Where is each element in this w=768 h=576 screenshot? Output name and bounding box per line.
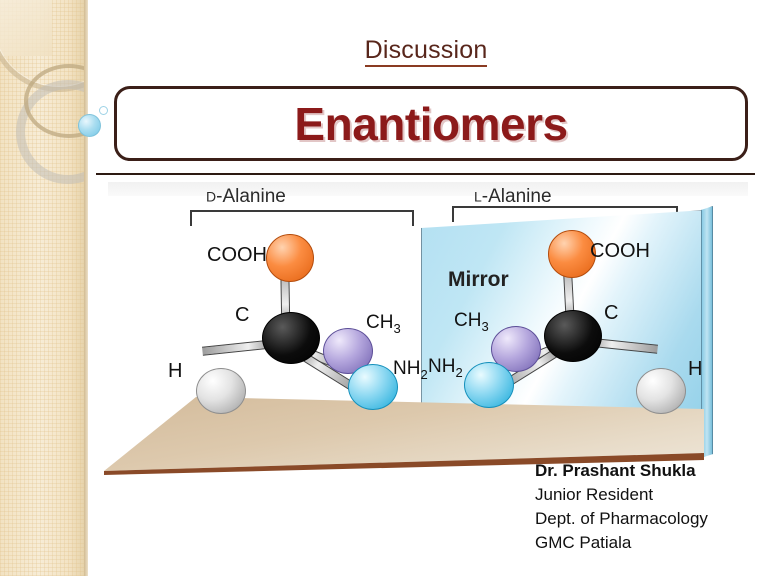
- author-name: Dr. Prashant Shukla: [535, 461, 696, 480]
- slide-kicker-text: Discussion: [364, 36, 488, 67]
- atom-h-left: [196, 368, 246, 414]
- page-title: Enantiomers: [294, 97, 568, 150]
- label-d-alanine-prefix: D: [206, 188, 217, 205]
- decorative-bubble-icon: [78, 114, 101, 137]
- label-d-alanine-text: -Alanine: [216, 186, 286, 207]
- label-carbon-right: C: [604, 302, 619, 324]
- mirror-label: Mirror: [448, 268, 509, 291]
- label-l-alanine-text: -Alanine: [481, 186, 552, 207]
- label-d-alanine: D-Alanine: [206, 186, 286, 208]
- bracket-left: [190, 210, 414, 226]
- atom-h-right: [636, 368, 686, 414]
- atom-carbon-left: [262, 312, 320, 364]
- label-nh2-right-text: NH: [428, 356, 456, 377]
- author-department: Dept. of Pharmacology: [535, 509, 708, 528]
- label-ch3-right-text: CH: [454, 310, 482, 331]
- atom-cooh-left: [266, 234, 314, 282]
- label-ch3-right-sub: 3: [481, 318, 489, 334]
- sidebar-edge: [84, 0, 88, 576]
- label-h-right: H: [688, 358, 703, 380]
- label-nh2-right-sub: 2: [455, 364, 463, 380]
- decorative-bubble-small-icon: [99, 106, 108, 115]
- label-ch3-left-text: CH: [366, 312, 394, 333]
- label-carbon-left: C: [235, 304, 250, 326]
- label-nh2-left: NH2: [393, 358, 428, 382]
- atom-nh2-left: [348, 364, 398, 410]
- label-l-alanine: L-Alanine: [474, 186, 552, 208]
- figure-top-band: [108, 182, 748, 196]
- atom-carbon-right: [544, 310, 602, 362]
- author-block: Dr. Prashant Shukla Junior Resident Dept…: [535, 459, 708, 555]
- author-role: Junior Resident: [535, 485, 654, 504]
- decorative-ring-tan-icon: [24, 64, 88, 138]
- enantiomer-figure: D-Alanine L-Alanine Mirror COOH C CH3 NH…: [96, 182, 756, 475]
- label-nh2-right: NH2: [428, 356, 463, 380]
- mirror-panel-edge: [701, 206, 713, 458]
- author-institution: GMC Patiala: [535, 533, 632, 552]
- label-nh2-left-text: NH: [393, 358, 421, 379]
- label-ch3-right: CH3: [454, 310, 489, 334]
- decorative-sidebar: [0, 0, 88, 576]
- label-cooh-right: COOH: [590, 240, 650, 262]
- label-ch3-left: CH3: [366, 312, 401, 336]
- label-nh2-left-sub: 2: [420, 366, 428, 382]
- label-l-alanine-prefix: L: [474, 188, 482, 205]
- atom-nh2-right: [464, 362, 514, 408]
- header-divider: [96, 173, 755, 175]
- label-h-left: H: [168, 360, 183, 382]
- atom-cooh-right: [548, 230, 596, 278]
- label-ch3-left-sub: 3: [393, 320, 401, 336]
- label-cooh-left: COOH: [207, 244, 267, 266]
- title-box: Enantiomers: [114, 86, 748, 161]
- slide-kicker: Discussion: [96, 36, 756, 67]
